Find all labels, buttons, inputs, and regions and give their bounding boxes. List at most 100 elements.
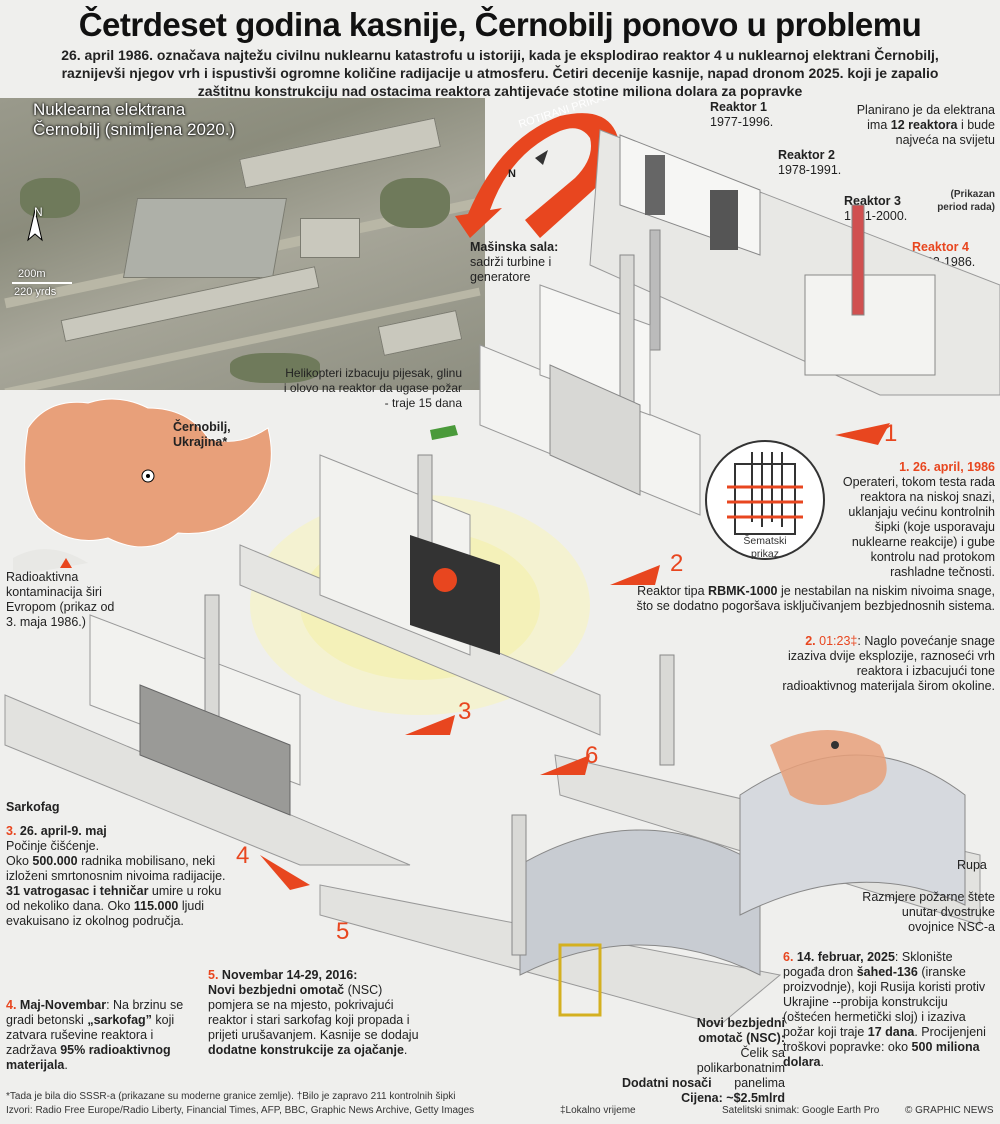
step-4-a: : Na brzinu se gradi betonski — [6, 998, 184, 1027]
step-1b-pre: Reaktor tipa — [637, 584, 709, 598]
reactor-1-name: Reaktor 1 — [710, 100, 767, 114]
credit: © GRAPHIC NEWS — [905, 1105, 994, 1116]
hole-label: Rupa — [957, 858, 987, 872]
arrow-number-1: 1 — [884, 420, 898, 447]
step-3-l2d: 31 vatrogasac i tehničar — [6, 884, 149, 898]
stage-6-nsc-damage — [554, 654, 981, 926]
planned-post: i bude najveća na svijetu — [895, 118, 995, 147]
reactor-2-years: 1978-1991. — [778, 163, 842, 177]
chimney-1 — [649, 229, 661, 351]
arrow-number-6: 6 — [585, 742, 599, 769]
step-4-b: „sarkofag” — [87, 1013, 152, 1027]
period-note: (Prikazan period rada) — [937, 189, 995, 213]
rotated-view-arrow: ROTIRANI PRIKAZ — [455, 98, 620, 238]
satellite-image — [0, 98, 485, 390]
stage-1-building — [479, 254, 701, 516]
complex-overview — [589, 129, 1000, 396]
arrow-number-4: 4 — [236, 842, 250, 869]
step-6-d: 17 dana — [867, 1025, 915, 1039]
reactor-4-name: Reaktor 4 — [912, 240, 969, 254]
reactor-1-building — [645, 155, 665, 215]
machine-hall-label: Mašinska sala: sadrži turbine i generato… — [470, 240, 570, 285]
step-6-f: 500 miliona dolara — [783, 1040, 980, 1069]
step-4-e: . — [64, 1058, 68, 1072]
europe-contamination-map — [13, 398, 272, 576]
step-3-l2c: radnika mobilisano, neki izloženi smrton… — [6, 854, 226, 883]
planned-pre: Planirano je da elektrana ima — [856, 103, 995, 132]
satellite-caption: Nuklearna elektrana Černobilj (snimljena… — [33, 100, 235, 140]
reactor-1-label: Reaktor 1 1977-1996. — [710, 100, 773, 130]
step-6-b: šahed-136 — [856, 965, 918, 979]
step-6-a: : Sklonište pogađa dron — [783, 950, 953, 979]
arrow-number-5: 5 — [336, 918, 350, 945]
step-6-date: 14. februar, 2025 — [796, 950, 895, 964]
step-5-text: 5. Novembar 14-29, 2016: Novi bezbjedni … — [208, 968, 423, 1058]
stage-1-chimney — [619, 254, 635, 406]
planned-bold: 12 reaktora — [890, 118, 958, 132]
step-1b-bold: RBMK-1000 — [708, 584, 778, 598]
step-1b-post: je nestabilan na niskim nivoima snage, š… — [636, 584, 995, 613]
reactor-1-years: 1977-1996. — [710, 115, 774, 129]
drone-hole — [831, 741, 839, 749]
step-3-l2f: 115.000 — [133, 899, 179, 913]
step-5-b: (NSC) pomjera se na mjesto, pokrivajući … — [208, 983, 419, 1042]
sarkofag-label: Sarkofag — [6, 800, 60, 814]
step-1-num: 1. — [899, 460, 910, 474]
step-6-text: 6. 14. februar, 2025: Sklonište pogađa d… — [783, 950, 995, 1070]
footer-note: *Tada je bila dio SSSR-a (prikazane su m… — [6, 1091, 456, 1102]
chimney-2 — [851, 204, 865, 316]
page-title: Četrdeset godina kasnije, Černobilj pono… — [78, 6, 922, 43]
step-3-l2g: ljudi evakuisano iz okolnog područja. — [6, 899, 205, 928]
step-1b-text: Reaktor tipa RBMK-1000 je nestabilan na … — [622, 584, 995, 614]
step-5-date: Novembar 14-29, 2016: — [221, 968, 358, 982]
footer-sources: Izvori: Radio Free Europe/Radio Liberty,… — [6, 1105, 475, 1116]
footer-local-time: ‡Lokalno vrijeme — [560, 1105, 636, 1116]
step-1-body: Operateri, tokom testa rada reaktora na … — [842, 475, 995, 579]
intro-text: 26. april 1986. označava najtežu civilnu… — [61, 47, 939, 99]
step-5-num: 5. — [208, 968, 219, 982]
stage-arrows — [260, 423, 890, 890]
step-3-text: 3. 26. april-9. maj Počinje čišćenje. Ok… — [6, 824, 231, 929]
step-4-d: 95% radioaktivnog materijala — [6, 1043, 171, 1072]
stage-3-sarkofag — [4, 594, 411, 866]
step-6-c: (iranske proizvodnje), koji Rusija koris… — [783, 965, 986, 1039]
scale-yards: 220 yrds — [14, 286, 57, 298]
nsc-label: Novi bezbjedni omotač (NSC): Čelik sa po… — [680, 1016, 785, 1106]
north-label: N — [34, 205, 43, 219]
stage-5-chimney — [511, 814, 527, 956]
planned-note: Planirano je da elektrana ima 12 reaktor… — [850, 103, 995, 148]
step-2-time: 01:23‡ — [819, 634, 858, 648]
chernobyl-marker — [146, 474, 150, 478]
step-3-l2b: 500.000 — [32, 854, 78, 868]
supports-label: Dodatni nosači — [622, 1076, 712, 1090]
step-2-num: 2. — [805, 634, 816, 648]
fire-core — [433, 568, 457, 592]
support-structure — [558, 943, 602, 1017]
step-3-l1: Počinje čišćenje. — [6, 839, 100, 853]
reactor-schematic — [705, 440, 825, 560]
step-3-date: 26. april-9. maj — [19, 824, 107, 838]
damage-label: Razmjere požarne štete unutar dvostruke … — [862, 890, 995, 934]
nsc-cost: Cijena: ~$2.5mlrd — [681, 1091, 785, 1105]
arrow-number-2: 2 — [670, 550, 684, 577]
map-legend: Radioaktivna kontaminacija širi Evropom … — [6, 570, 115, 629]
step-2-text: 2. 01:23‡: Naglo povećanje snage izaziva… — [780, 634, 995, 694]
helicopter-label: Helikopteri izbacuju pijesak, glinu i ol… — [283, 366, 462, 410]
reactor-2-label: Reaktor 2 1978-1991. — [778, 148, 841, 178]
step-5-c: dodatne konstrukcije za ojačanje — [208, 1043, 404, 1057]
helicopter-icon — [430, 425, 458, 440]
stage-5-nsc — [319, 814, 782, 1026]
stage-6-chimney — [659, 654, 675, 766]
step-5-a: Novi bezbjedni omotač — [208, 983, 345, 997]
step-3-num: 3. — [6, 824, 17, 838]
step-4-text: 4. Maj-Novembar: Na brzinu se gradi beto… — [6, 998, 201, 1073]
satellite-source: Satelitski snimak: Google Earth Pro — [722, 1105, 880, 1116]
reactor-2-building — [710, 190, 738, 250]
rotated-north-label: N — [508, 168, 516, 180]
step-3-l2e: umire u roku od nekoliko dana. Oko — [6, 884, 222, 913]
map-place-line2: Ukrajina* — [173, 435, 228, 449]
legend-triangle-icon — [60, 558, 72, 568]
reactor-2-name: Reaktor 2 — [778, 148, 835, 162]
north-arrow-icon — [27, 209, 43, 242]
step-6-num: 6. — [783, 950, 794, 964]
